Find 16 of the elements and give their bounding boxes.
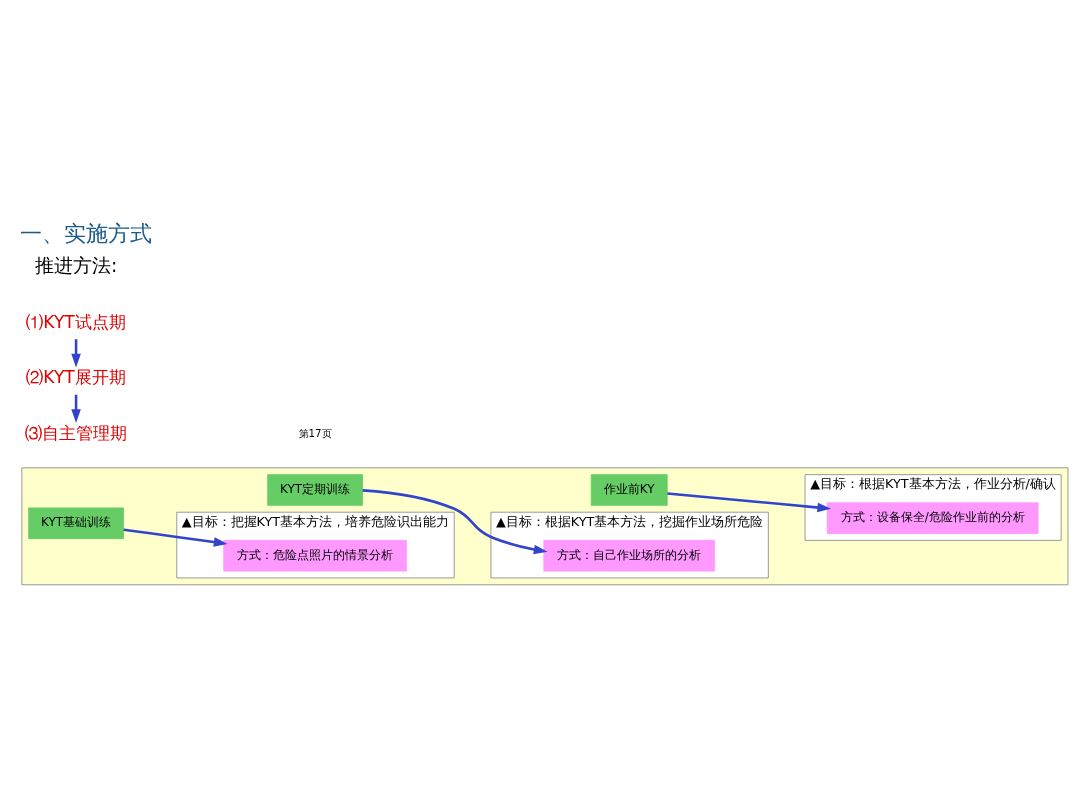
node-box: 方式：危险点照片的情景分析	[223, 539, 407, 572]
label: 第17页	[298, 426, 332, 439]
node-box: KYT定期训练	[267, 473, 363, 506]
node-text: ⑴KYT试点期	[26, 311, 126, 332]
node-box: 方式：自己作业场所的分析	[543, 539, 715, 572]
diagram-title: 一、实施方式	[20, 219, 153, 246]
label: 推进方法:	[34, 254, 118, 276]
arrow	[362, 488, 548, 554]
node-text: ⑵KYT展开期	[26, 366, 126, 387]
node-box: KYT基础训练	[28, 507, 124, 539]
arrow	[123, 527, 228, 547]
arrow	[667, 491, 832, 512]
node-box: 方式：设备保全/危险作业前的分析	[826, 501, 1039, 534]
cluster	[21, 466, 1069, 585]
node-text: ⑶自主管理期	[25, 422, 128, 443]
node-box: 作业前KY	[590, 473, 668, 506]
